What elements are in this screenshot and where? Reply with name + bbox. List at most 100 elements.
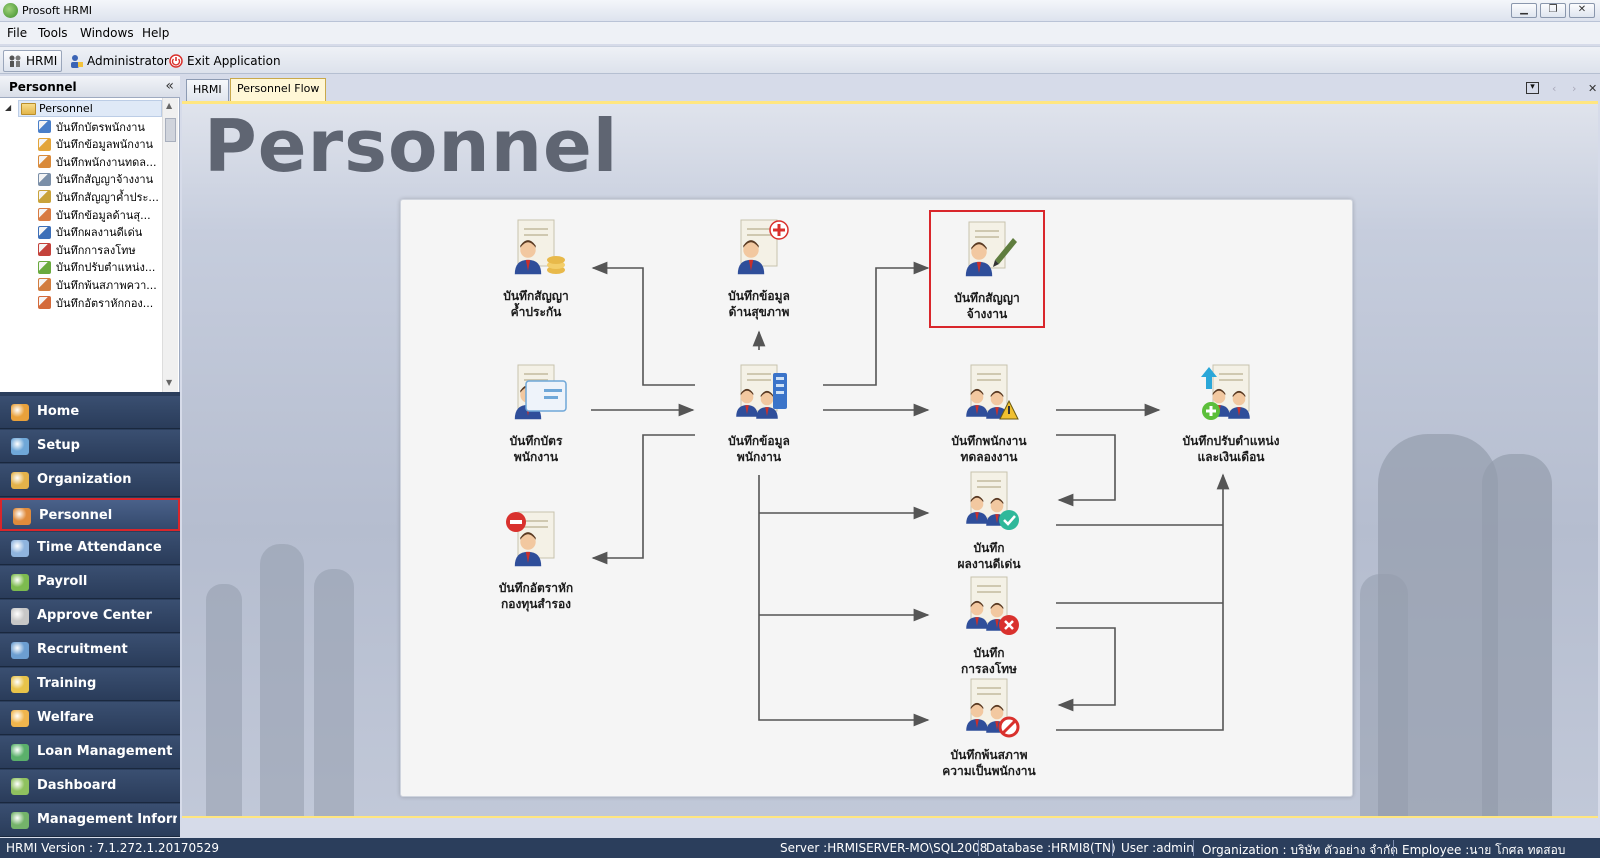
setup-icon	[11, 438, 29, 455]
status-separator	[978, 840, 979, 856]
flow-node-health[interactable]: บันทึกข้อมูลด้านสุขภาพ	[689, 218, 829, 320]
flow-node-label: และเงินเดือน	[1197, 450, 1265, 464]
tab-list-icon[interactable]: ▾	[1526, 82, 1539, 94]
tree-item-label: บันทึกพ้นสภาพควา...	[56, 278, 157, 292]
tree-item-label: บันทึกบัตรพนักงาน	[56, 120, 145, 134]
flow-node-employment[interactable]: บันทึกสัญญาจ้างงาน	[929, 210, 1045, 328]
nav-item-loan-management[interactable]: Loan Management	[0, 736, 180, 769]
minimize-button[interactable]: ▁	[1511, 3, 1537, 18]
tree-item-icon	[38, 137, 51, 151]
menu-windows[interactable]: Windows	[80, 26, 134, 40]
nav-item-approve-center[interactable]: Approve Center	[0, 600, 180, 633]
exit-application-button[interactable]: Exit Application	[165, 50, 285, 72]
tab-prev-icon[interactable]: ‹	[1552, 82, 1557, 95]
nav-item-training[interactable]: Training	[0, 668, 180, 701]
tree-item-icon	[38, 260, 51, 274]
nav-item-personnel[interactable]: Personnel	[0, 498, 180, 531]
welfare-icon	[11, 710, 29, 727]
close-button[interactable]: ✕	[1569, 3, 1595, 18]
tree-item[interactable]: บันทึกพนักงานทดล...	[38, 153, 162, 170]
tree-item[interactable]: บันทึกการลงโทษ	[38, 241, 162, 258]
tree-item[interactable]: บันทึกผลงานดีเด่น	[38, 224, 162, 241]
tab-hrmi[interactable]: HRMI	[186, 79, 229, 101]
panel-header: Personnel «	[0, 76, 180, 98]
scroll-up-icon[interactable]: ▲	[166, 101, 173, 110]
nav-item-time-attendance[interactable]: Time Attendance	[0, 532, 180, 565]
personnel-icon	[13, 508, 31, 525]
tree-item[interactable]: บันทึกสัญญาจ้างงาน	[38, 171, 162, 188]
menu-file[interactable]: File	[7, 26, 28, 40]
hrmi-icon	[8, 54, 22, 68]
tree-root-personnel[interactable]: Personnel	[18, 100, 162, 117]
left-panel: Personnel « ◢ Personnel บันทึกบัตรพนักงา…	[0, 76, 180, 858]
tree-expand-icon[interactable]: ◢	[5, 103, 12, 112]
flow-node-punishment[interactable]: บันทึกการลงโทษ	[919, 575, 1059, 677]
nav-item-setup[interactable]: Setup	[0, 430, 180, 463]
flow-node-probation[interactable]: บันทึกพนักงานทดลองงาน	[919, 363, 1059, 465]
flow-node-label: พนักงาน	[513, 450, 559, 464]
menu-tools[interactable]: Tools	[38, 26, 68, 40]
nav-item-home[interactable]: Home	[0, 396, 180, 429]
recruitment-icon	[11, 642, 29, 659]
tree-item[interactable]: บันทึกปรับตำแหน่ง...	[38, 259, 162, 276]
flow-node-guarantee[interactable]: บันทึกสัญญาค้ำประกัน	[466, 218, 606, 320]
tree-item[interactable]: บันทึกข้อมูลด้านสุ...	[38, 206, 162, 223]
home-icon	[11, 404, 29, 421]
tree-item[interactable]: บันทึกบัตรพนักงาน	[38, 118, 162, 135]
flow-node-termination[interactable]: บันทึกพ้นสภาพความเป็นพนักงาน	[919, 677, 1059, 779]
tree-item-icon	[38, 155, 51, 169]
scroll-thumb[interactable]	[165, 118, 176, 142]
tab-personnel-flow[interactable]: Personnel Flow	[230, 78, 327, 102]
tree-item-label: บันทึกพนักงานทดล...	[56, 155, 157, 169]
probation-icon	[957, 363, 1021, 425]
tree-item-icon	[38, 208, 51, 221]
flow-node-award[interactable]: บันทึกผลงานดีเด่น	[919, 470, 1059, 572]
flow-node-label: บันทึก	[973, 646, 1005, 660]
tab-close-icon[interactable]: ✕	[1588, 82, 1598, 95]
restore-button[interactable]: ❐	[1540, 3, 1566, 18]
collapse-panel-icon[interactable]: «	[165, 78, 174, 94]
tree-item[interactable]: บันทึกสัญญาค้ำประ...	[38, 188, 162, 205]
tab-next-icon[interactable]: ›	[1572, 82, 1577, 95]
title-bar: Prosoft HRMI ▁ ❐ ✕	[0, 0, 1600, 22]
hrmi-button[interactable]: HRMI	[3, 50, 63, 72]
flow-node-card[interactable]: บันทึกบัตรพนักงาน	[466, 363, 606, 465]
nav-item-organization[interactable]: Organization	[0, 464, 180, 497]
flow-node-employee[interactable]: บันทึกข้อมูลพนักงาน	[689, 363, 829, 465]
nav-item-payroll[interactable]: Payroll	[0, 566, 180, 599]
tree-item[interactable]: บันทึกข้อมูลพนักงาน	[38, 136, 162, 153]
administrator-button[interactable]: Administrator	[65, 50, 173, 72]
menu-help[interactable]: Help	[142, 26, 170, 40]
nav-item-dashboard[interactable]: Dashboard	[0, 770, 180, 803]
tree-item-icon	[38, 190, 51, 204]
tree-item-label: บันทึกข้อมูลด้านสุ...	[56, 208, 151, 222]
tree-scrollbar[interactable]: ▲ ▼	[162, 98, 178, 392]
background-silhouette	[1378, 434, 1498, 816]
flow-node-fund[interactable]: บันทึกอัตราหักกองทุนสำรอง	[466, 510, 606, 612]
flow-node-label: ค้ำประกัน	[510, 305, 562, 319]
nav-item-welfare[interactable]: Welfare	[0, 702, 180, 735]
tree-item[interactable]: บันทึกอัตราหักกอง...	[38, 294, 162, 311]
personnel-flow-diagram: บันทึกสัญญาค้ำประกัน บันทึกข้อมูลด้านสุข…	[400, 199, 1353, 797]
administrator-icon	[69, 54, 83, 68]
page-title: Personnel	[204, 104, 619, 188]
nav-item-recruitment[interactable]: Recruitment	[0, 634, 180, 667]
flow-node-label: บันทึกปรับตำแหน่ง	[1182, 434, 1280, 448]
approve-center-icon	[11, 608, 29, 625]
nav-item-management-informat[interactable]: Management Informat	[0, 804, 180, 837]
tree-item-label: บันทึกสัญญาค้ำประ...	[56, 190, 159, 204]
flow-node-label: บันทึกสัญญา	[503, 289, 569, 303]
status-separator	[1393, 840, 1394, 856]
time-attendance-icon	[11, 540, 29, 557]
fund-icon	[504, 510, 568, 572]
nav-item-label: Payroll	[37, 574, 88, 589]
flow-node-label: พนักงาน	[736, 450, 782, 464]
app-icon	[3, 3, 18, 18]
scroll-down-icon[interactable]: ▼	[166, 378, 173, 387]
nav-item-label: Dashboard	[37, 778, 117, 793]
content-area: Personnel	[182, 101, 1598, 818]
flow-node-promotion[interactable]: บันทึกปรับตำแหน่งและเงินเดือน	[1161, 363, 1301, 465]
tree-item[interactable]: บันทึกพ้นสภาพควา...	[38, 276, 162, 293]
flow-node-label: บันทึกข้อมูล	[728, 289, 790, 303]
flow-node-label: จ้างงาน	[966, 307, 1008, 321]
